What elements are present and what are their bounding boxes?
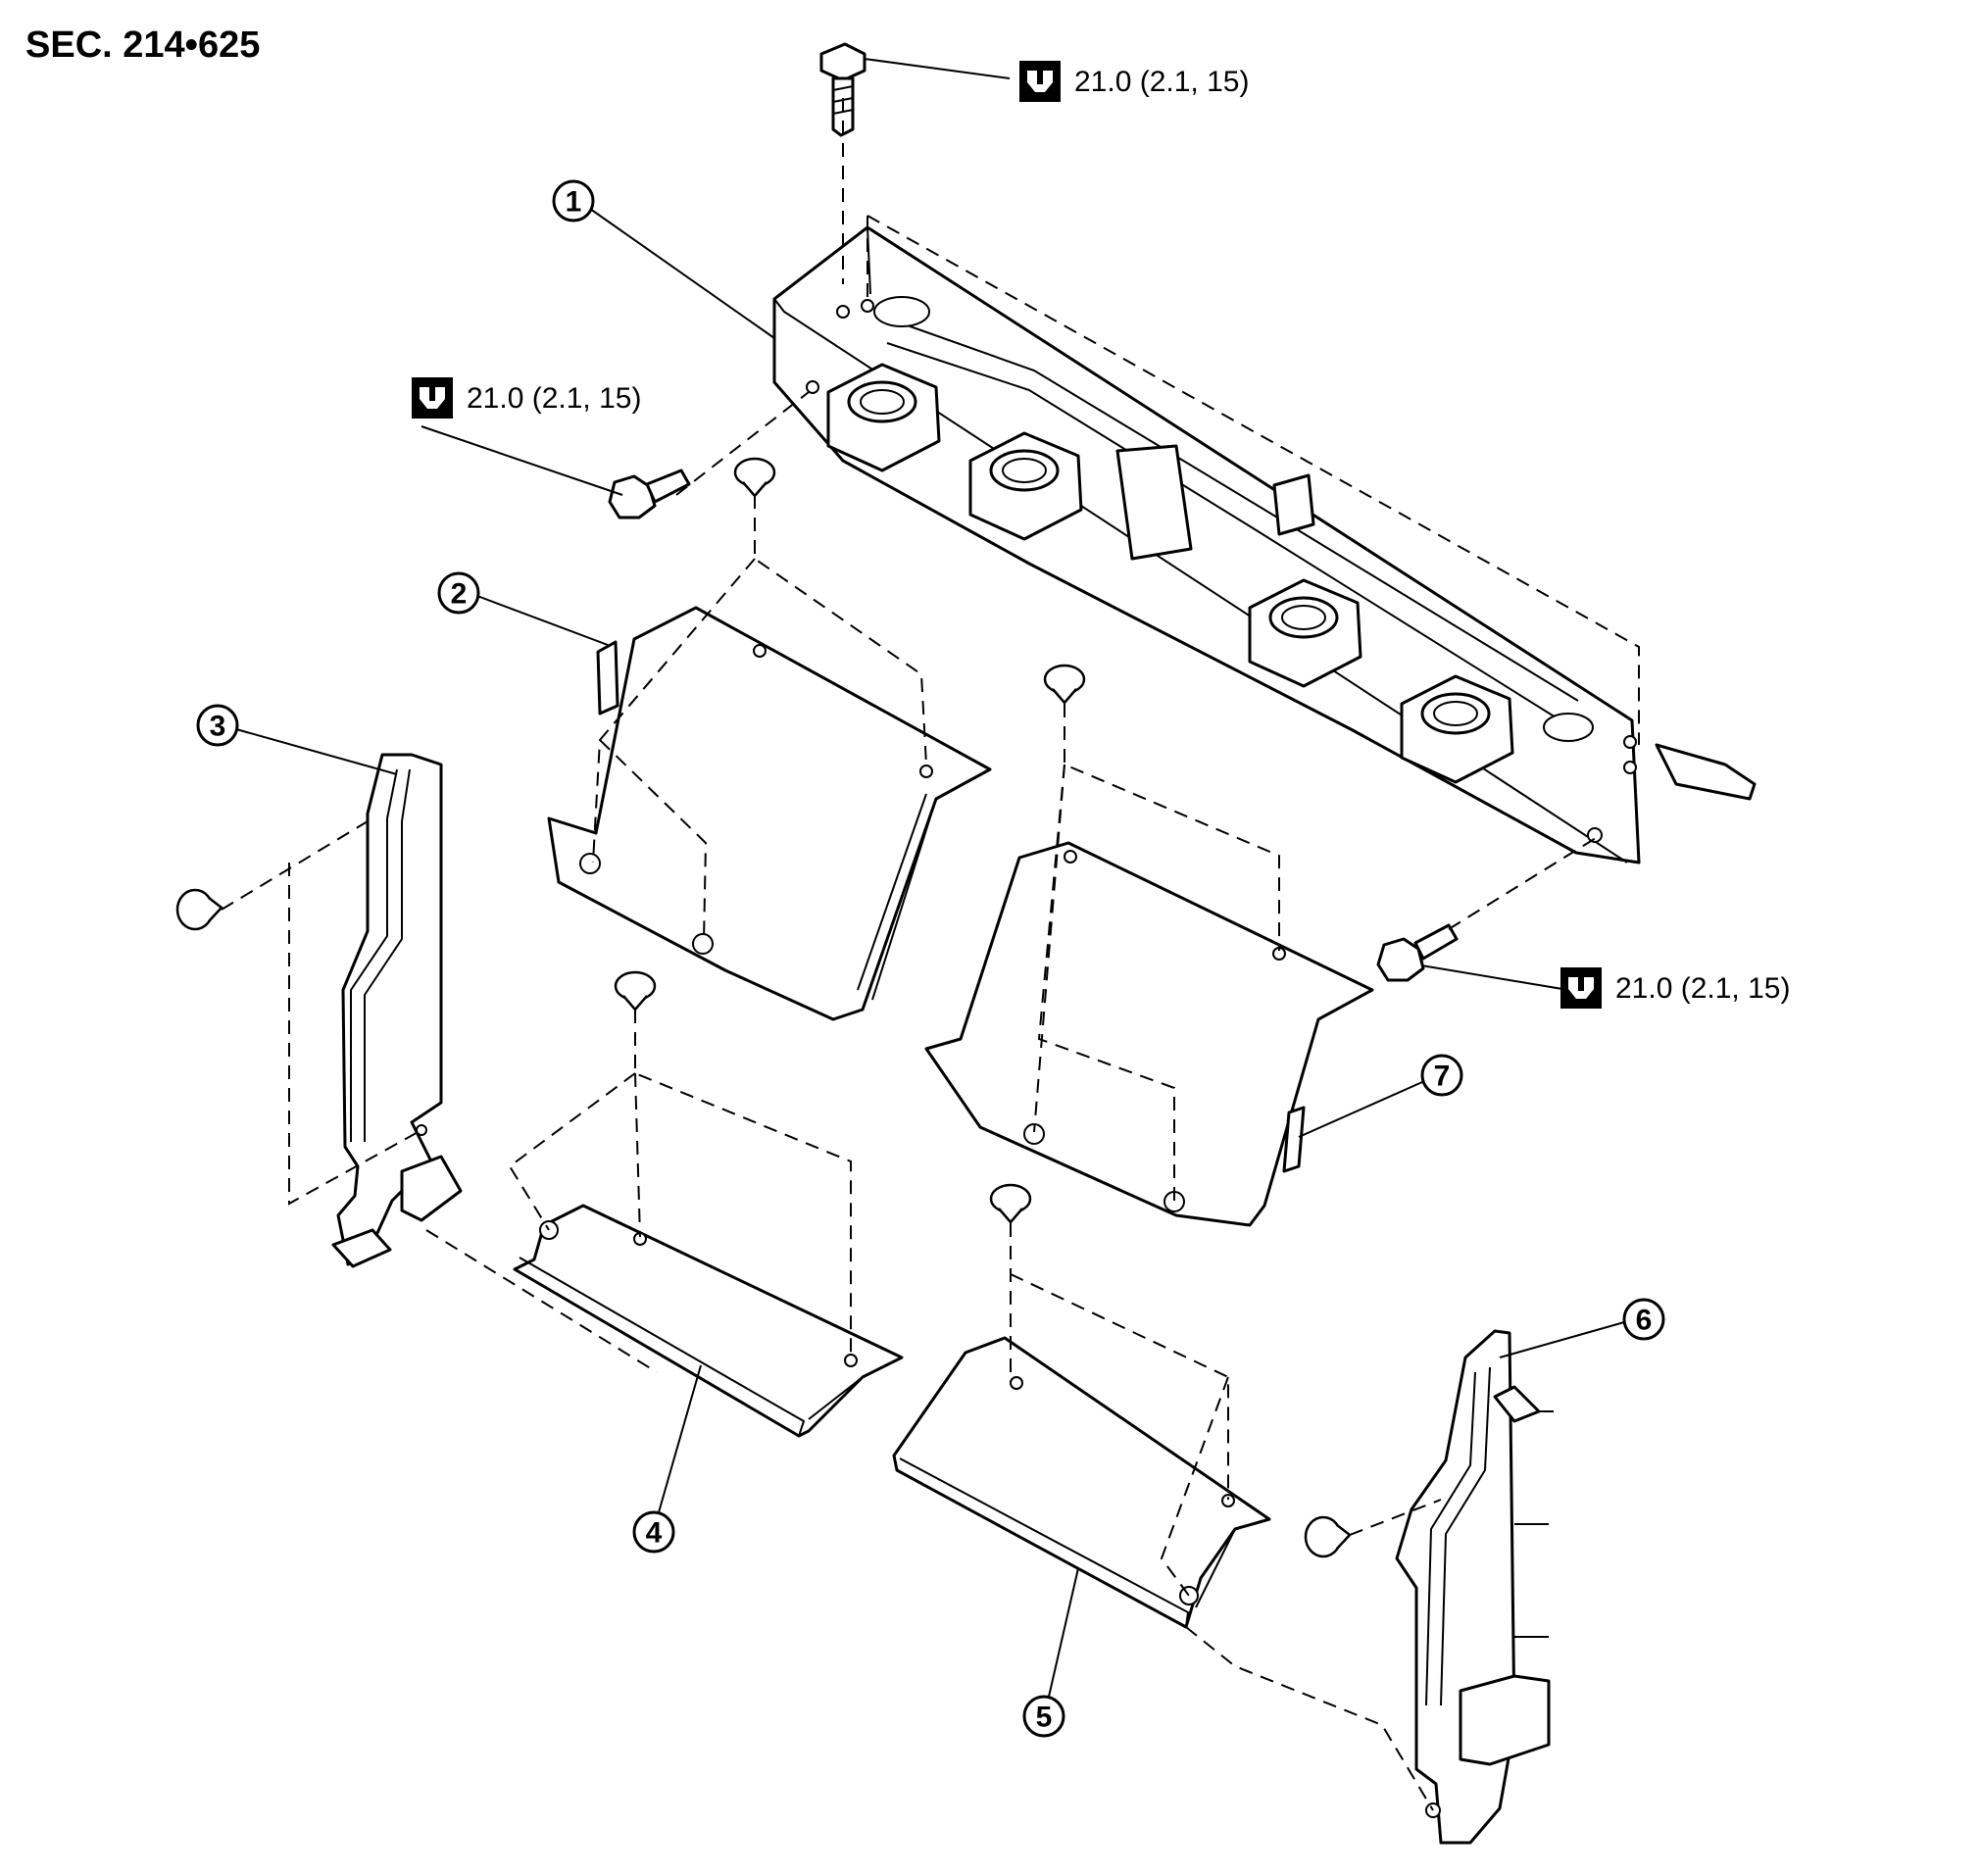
clip-2 (1043, 664, 1086, 705)
clip-4 (989, 1183, 1032, 1224)
part-2-air-guide-upper-left (547, 606, 992, 1021)
clip-6 (1304, 1515, 1352, 1558)
callout-4: 4 (632, 1510, 675, 1554)
callout-7: 7 (1420, 1054, 1463, 1097)
callout-3: 3 (196, 704, 239, 747)
part-1-core-support-upper (772, 225, 1757, 864)
torque-wrench-icon (412, 377, 453, 419)
callout-6-label: 6 (1636, 1305, 1653, 1337)
torque-spec-top: 21.0 (2.1, 15) (1019, 61, 1249, 102)
bolt-left (608, 469, 691, 519)
callout-6: 6 (1622, 1298, 1665, 1341)
callout-2: 2 (437, 571, 480, 615)
clip-3 (614, 970, 657, 1012)
clip-fasteners (175, 457, 1352, 1558)
callout-leaders (235, 58, 1625, 1698)
part-4-air-guide-lower-left (513, 1204, 904, 1438)
torque-value-top: 21.0 (2.1, 15) (1074, 66, 1249, 98)
callout-4-label: 4 (646, 1517, 663, 1550)
part-5-air-guide-lower-right (892, 1336, 1271, 1629)
section-label: SEC. 214•625 (25, 25, 260, 66)
callout-5: 5 (1022, 1695, 1065, 1738)
callout-5-label: 5 (1036, 1702, 1053, 1734)
callout-1-label: 1 (566, 186, 582, 219)
clip-1 (733, 457, 776, 498)
torque-wrench-icon (1019, 61, 1061, 102)
callout-3-label: 3 (210, 711, 226, 743)
torque-spec-right: 21.0 (2.1, 15) (1560, 967, 1790, 1009)
torque-value-left: 21.0 (2.1, 15) (467, 382, 641, 415)
part-3-side-guide-left (331, 753, 463, 1268)
torque-value-right: 21.0 (2.1, 15) (1615, 972, 1790, 1005)
bolt-right (1376, 923, 1459, 982)
clip-5 (175, 888, 223, 931)
part-6-side-guide-right (1395, 1329, 1554, 1845)
callout-2-label: 2 (451, 578, 468, 611)
assembly-lines (221, 98, 1640, 1811)
torque-spec-left: 21.0 (2.1, 15) (412, 377, 641, 419)
part-7-air-guide-upper-right (924, 841, 1374, 1227)
callout-7-label: 7 (1434, 1061, 1451, 1093)
torque-wrench-icon (1560, 967, 1602, 1009)
callout-1: 1 (552, 179, 595, 222)
